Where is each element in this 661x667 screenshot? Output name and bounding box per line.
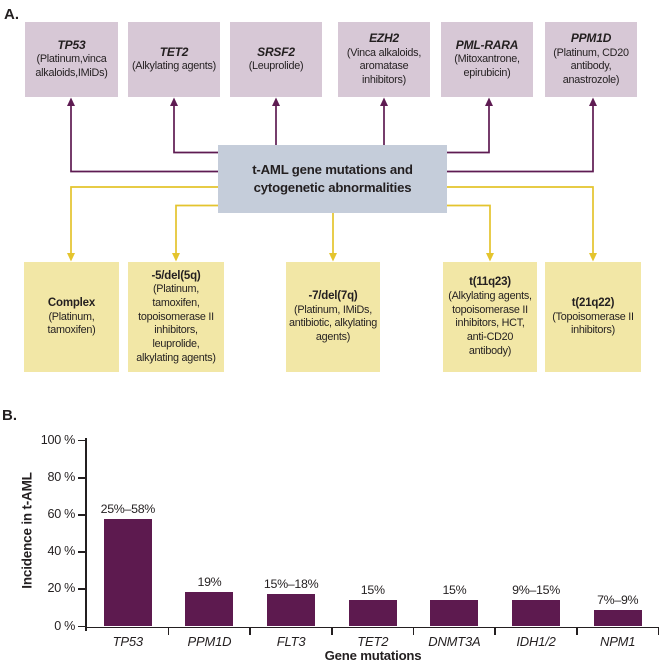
bar-value-label: 19% (197, 575, 222, 590)
x-axis-title: Gene mutations (324, 648, 422, 663)
abnormality-name: t(21q22) (571, 297, 615, 309)
bar-value-label: 15% (442, 582, 467, 597)
abnormality-drugs: (Platinum, tamoxifen) (47, 310, 96, 337)
y-tick-label: 80 % (47, 469, 75, 484)
x-tick-mark (331, 626, 333, 635)
arrow-hub-to-t21q22 (447, 186, 597, 262)
y-axis-line (85, 438, 87, 631)
panel-b-label: B. (2, 407, 17, 424)
x-tick-mark (412, 626, 415, 635)
x-tick-mark (249, 626, 252, 635)
gene-drugs: (Alkylating agents) (131, 60, 217, 73)
abnormality-drugs: (Topoisomerase II inhibitors) (552, 310, 634, 337)
bar (348, 599, 397, 627)
abnormality-box-t11q23: t(11q23) (Alkylating agents, topoisomera… (443, 262, 537, 372)
gene-name: PML-RARA (455, 38, 519, 53)
abnormality-drugs: (Platinum, IMiDs, antibiotic, alkylating… (288, 303, 378, 344)
abnormality-box-del7q: -7/del(7q) (Platinum, IMiDs, antibiotic,… (286, 262, 380, 372)
bar (267, 593, 316, 627)
gene-drugs: (Leuprolide) (248, 60, 304, 73)
x-tick-label: DNMT3A (428, 633, 481, 649)
abnormality-box-del5q: -5/del(5q) (Platinum, tamoxifen, topoiso… (128, 262, 224, 372)
panel-a-label: A. (4, 6, 19, 23)
bar-value-label: 9%–15% (512, 582, 560, 597)
bar (185, 592, 234, 627)
gene-name: TP53 (57, 38, 86, 53)
gene-drugs: (Platinum, CD20 antibody, anastrozole) (553, 46, 629, 86)
y-tick-mark (78, 439, 86, 442)
abnormality-box-t21q22: t(21q22) (Topoisomerase II inhibitors) (545, 262, 641, 372)
abnormality-name: t(11q23) (469, 276, 511, 289)
y-tick-label: 0 % (54, 618, 75, 633)
x-tick-mark (576, 626, 578, 635)
gene-box-ezh2: EZH2 (Vinca alkaloids, aromatase inhibit… (338, 22, 430, 97)
gene-box-pml-rara: PML-RARA (Mitoxantrone, epirubicin) (441, 22, 533, 97)
x-tick-label: TET2 (357, 633, 389, 649)
y-tick-mark (78, 476, 86, 479)
abnormality-name: -5/del(5q) (151, 269, 201, 282)
y-tick-mark (78, 551, 86, 553)
x-tick-mark (494, 626, 497, 635)
arrow-hub-to-gene-right (447, 97, 597, 173)
arrow-hub-to-tp53 (67, 97, 218, 173)
bar (593, 609, 642, 627)
gene-box-tet2: TET2 (Alkylating agents) (128, 22, 220, 97)
x-tick-mark (167, 626, 170, 635)
x-tick-label: TP53 (112, 633, 143, 649)
y-tick-label: 20 % (47, 581, 75, 596)
gene-drugs: (Mitoxantrone, epirubicin) (454, 53, 520, 80)
abnormality-drugs: (Alkylating agents, topoisomerase II inh… (448, 290, 532, 357)
y-tick-label: 60 % (47, 506, 75, 521)
bar (430, 599, 479, 627)
abnormality-name: -7/del(7q) (308, 290, 358, 303)
gene-drugs: (Vinca alkaloids, aromatase inhibitors) (346, 46, 422, 86)
hub-text: t-AML gene mutations and cytogenetic abn… (252, 162, 413, 195)
bar (103, 518, 152, 627)
x-tick-label: IDH1/2 (516, 633, 556, 649)
x-tick-label: NPM1 (600, 633, 636, 649)
gene-drugs: (Platinum,vinca alkaloids,IMiDs) (35, 53, 108, 80)
x-tick-label: PPM1D (187, 633, 232, 649)
abnormality-drugs: (Platinum, tamoxifen, topoisomerase II i… (136, 283, 216, 364)
arrow-hub-to-ppm1d (447, 97, 493, 154)
arrow-hub-to-tet2 (170, 97, 218, 154)
bar-value-label: 25%–58% (100, 501, 156, 516)
hub-box: t-AML gene mutations and cytogenetic abn… (218, 145, 447, 213)
bar-value-label: 15% (360, 582, 385, 597)
bar-value-label: 15%–18% (263, 576, 319, 591)
gene-name: EZH2 (369, 31, 399, 46)
gene-box-tp53: TP53 (Platinum,vinca alkaloids,IMiDs) (25, 22, 118, 97)
bar-value-label: 7%–9% (597, 592, 639, 607)
abnormality-box-complex: Complex (Platinum, tamoxifen) (24, 262, 119, 372)
gene-box-ppm1d: PPM1D (Platinum, CD20 antibody, anastroz… (545, 22, 637, 97)
gene-box-srsf2: SRSF2 (Leuprolide) (230, 22, 322, 97)
gene-name: SRSF2 (257, 45, 295, 60)
arrow-hub-to-t11q23 (447, 204, 494, 262)
x-axis-line (85, 626, 659, 629)
y-axis-title: Incidence in t-AML (19, 472, 35, 589)
abnormality-name: Complex (47, 297, 96, 309)
arrow-hub-to-complex (67, 186, 218, 262)
y-tick-label: 40 % (47, 544, 75, 559)
gene-name: PPM1D (570, 31, 612, 46)
y-tick-mark (78, 588, 86, 591)
gene-name: TET2 (159, 45, 189, 60)
x-tick-mark (657, 626, 660, 635)
y-tick-label: 100 % (40, 432, 76, 447)
x-tick-label: FLT3 (276, 633, 306, 649)
y-tick-mark (78, 514, 86, 516)
bar (512, 599, 561, 627)
arrow-hub-to-del5q (172, 204, 218, 262)
y-tick-mark (78, 625, 86, 628)
